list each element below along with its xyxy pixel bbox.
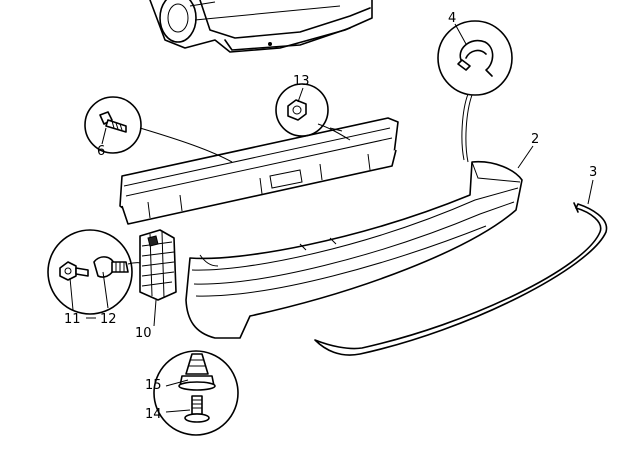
callout-6: 6: [97, 144, 105, 159]
callout-10: 10: [135, 326, 152, 341]
leader-lines: [69, 23, 594, 413]
detail-14-15-fasteners: [153, 350, 239, 436]
callout-15: 15: [145, 378, 162, 393]
callout-2: 2: [531, 132, 539, 147]
detail-13-nut: [275, 83, 351, 141]
detail-4-clip: [437, 20, 513, 163]
callout-3: 3: [589, 165, 597, 180]
car-rear-section: [149, 0, 373, 53]
callout-13: 13: [293, 74, 310, 89]
bumper-cover: [185, 160, 523, 339]
bumper-reinforcement-beam: [119, 117, 399, 225]
callout-12: 12: [100, 312, 117, 327]
side-bracket: [139, 229, 177, 301]
trim-strip: [314, 202, 608, 356]
callout-4: 4: [448, 11, 456, 26]
detail-6-bolt: [84, 96, 233, 163]
detail-11-12-fasteners: [47, 229, 147, 315]
callout-11: 11: [64, 312, 81, 327]
callout-14: 14: [145, 407, 162, 422]
